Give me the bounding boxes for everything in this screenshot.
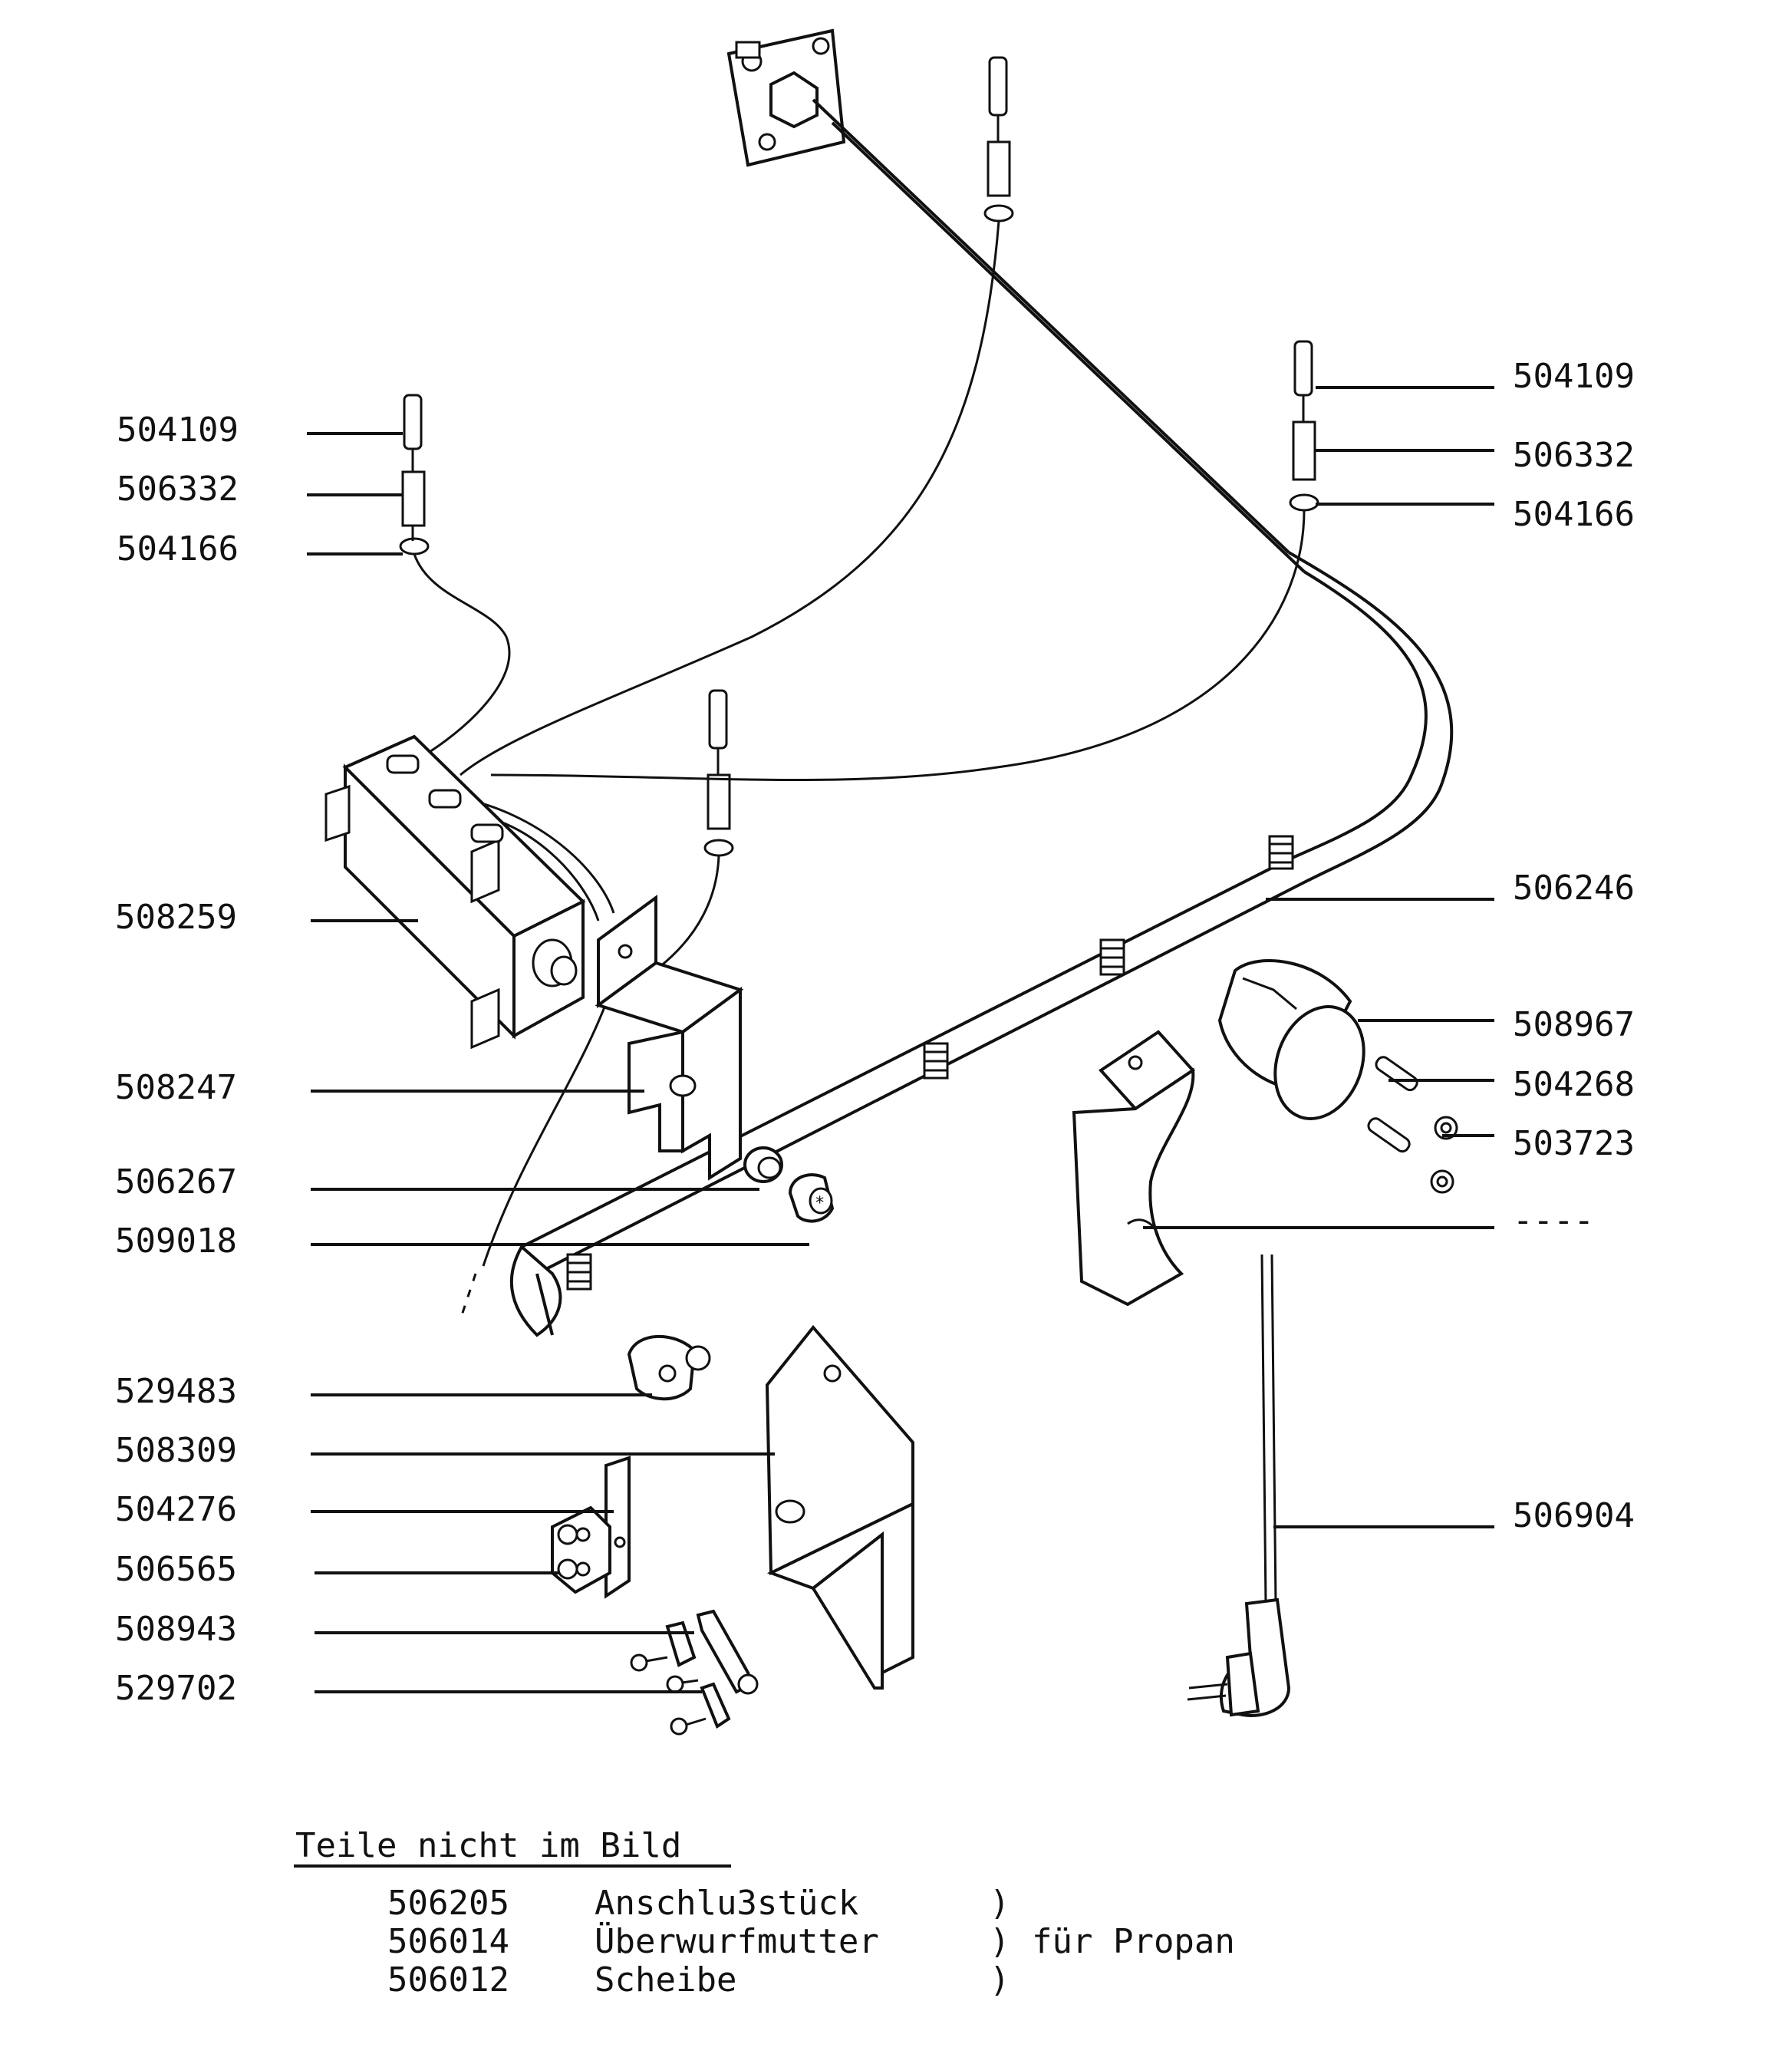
bracket-unlabeled (1072, 1030, 1196, 1307)
legend-row-1-code: 506205 (387, 1884, 509, 1923)
label-right-504109: 504109 (1513, 357, 1635, 396)
legend-row-3-name: Scheibe (595, 1960, 736, 2000)
nuts-503723 (1430, 1116, 1458, 1194)
electrode-top-center (983, 56, 1014, 223)
cover-508967 (1217, 959, 1365, 1120)
label-left-508247: 508247 (115, 1068, 237, 1107)
electrode-right (1289, 340, 1319, 512)
labels-right: 504109 506332 504166 506246 508967 50426… (1513, 357, 1635, 1535)
legend-row-2-name: Überwurfmutter (595, 1921, 879, 1961)
legend: Teile nicht im Bild 506205 Anschlu3stück… (294, 1826, 1235, 2000)
clamp-508943 (665, 1609, 759, 1729)
legend-row-3-bracket: ) (990, 1960, 1010, 2000)
svg-text:*: * (815, 1194, 825, 1213)
leader-lines-right (1143, 386, 1494, 1528)
label-left-508309: 508309 (115, 1431, 237, 1470)
power-cable-506904 (1187, 1254, 1291, 1717)
label-right-506332: 506332 (1513, 436, 1635, 475)
legend-row-2-note: für Propan (1032, 1922, 1235, 1961)
label-right-unlabeled: ---- (1513, 1201, 1594, 1240)
bracket-508247 (595, 895, 744, 1181)
label-left-509018: 509018 (115, 1222, 237, 1261)
label-right-508967: 508967 (1513, 1005, 1635, 1044)
leader-lines-left (307, 432, 809, 1693)
cap-509018: * (788, 1173, 835, 1223)
label-left-504276: 504276 (115, 1490, 237, 1529)
label-left-506332: 506332 (117, 470, 239, 509)
ignition-cables (413, 220, 1306, 1320)
legend-row-1-name: Anschlu3stück (595, 1884, 858, 1923)
ignition-box-508259 (324, 734, 586, 1050)
label-left-529483: 529483 (115, 1372, 237, 1411)
label-left-506565: 506565 (115, 1550, 237, 1589)
clips-504268 (1367, 1056, 1418, 1153)
cover-plate-508309 (765, 1324, 914, 1690)
label-left-508943: 508943 (115, 1610, 237, 1649)
label-right-506904: 506904 (1513, 1496, 1635, 1535)
label-left-506267: 506267 (115, 1162, 237, 1202)
screws-529702 (630, 1653, 707, 1736)
labels-left: 504109 506332 504166 508259 508247 50626… (115, 410, 239, 1708)
label-right-506246: 506246 (1513, 869, 1635, 908)
electrode-left (399, 394, 430, 556)
label-left-504166: 504166 (117, 529, 239, 569)
label-right-504166: 504166 (1513, 495, 1635, 534)
label-right-504268: 504268 (1513, 1065, 1635, 1104)
electrode-middle (703, 689, 734, 857)
switch-body-506565 (551, 1505, 611, 1594)
legend-row-2-code: 506014 (387, 1922, 509, 1961)
gas-tube-506246 (509, 28, 1454, 1337)
legend-row-3-code: 506012 (387, 1960, 509, 2000)
label-left-508259: 508259 (115, 898, 237, 937)
nozzle-506267 (743, 1146, 783, 1183)
label-left-529702: 529702 (115, 1669, 237, 1708)
legend-row-1-bracket: ) (990, 1884, 1010, 1923)
label-left-504109: 504109 (117, 410, 239, 450)
label-right-503723: 503723 (1513, 1124, 1635, 1163)
legend-row-2-bracket: ) (990, 1922, 1010, 1961)
legend-title: Teile nicht im Bild (295, 1826, 681, 1865)
button-529483 (627, 1334, 711, 1401)
